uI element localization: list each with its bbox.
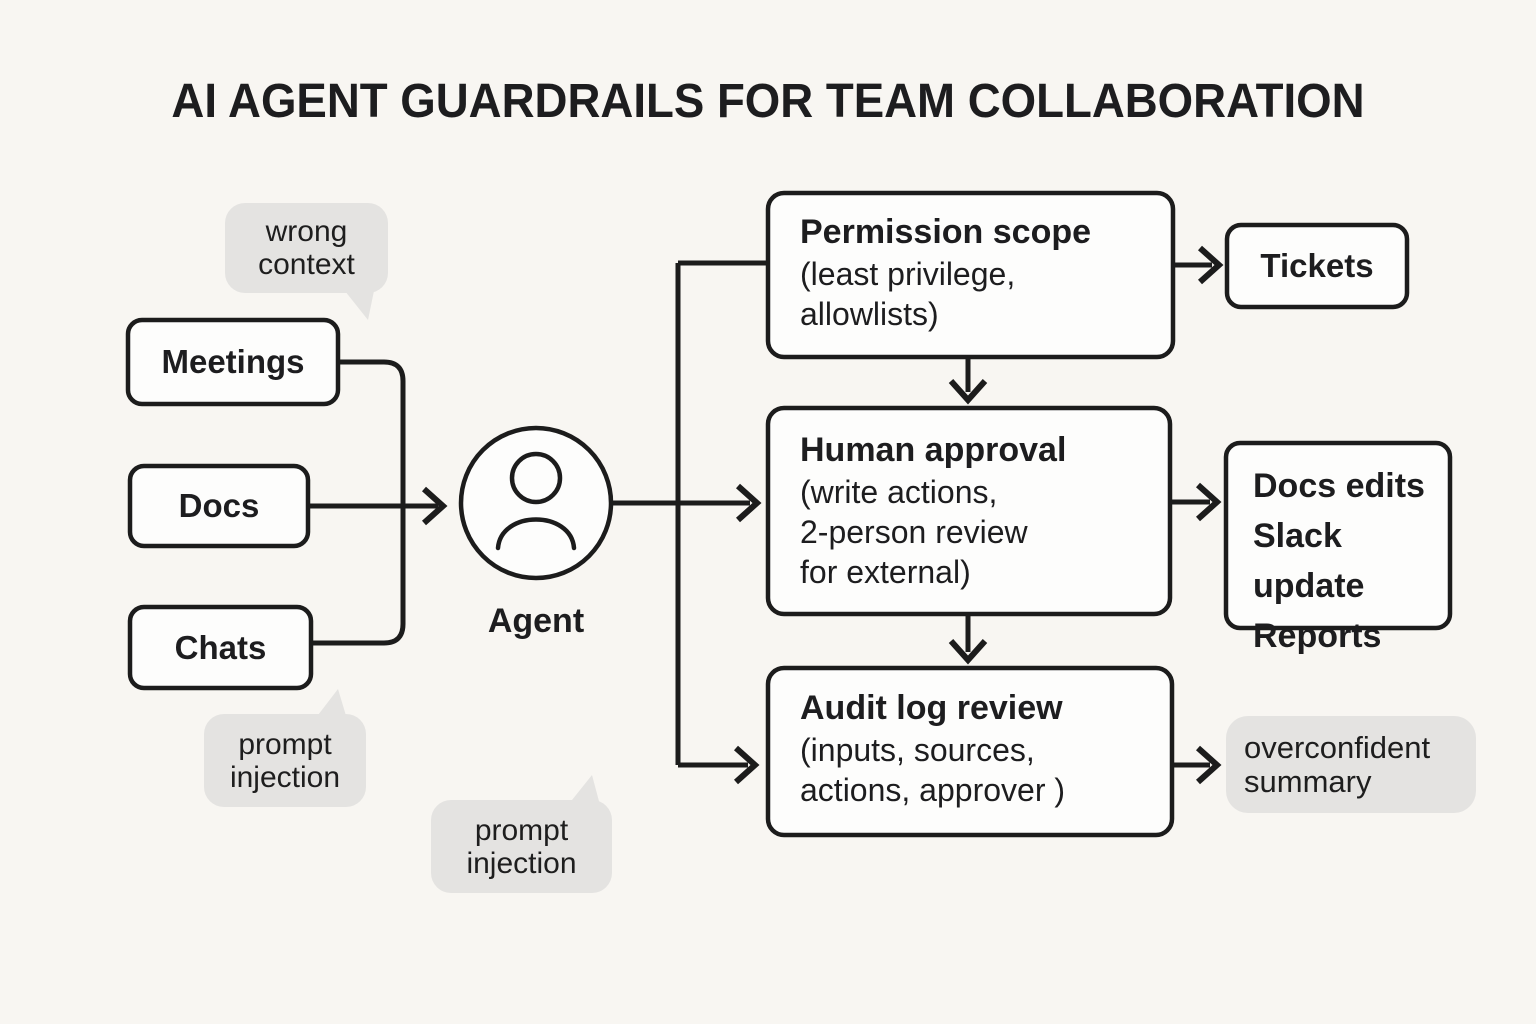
wrong-context-label: wrong context <box>258 215 355 281</box>
meetings-label: Meetings <box>161 343 305 380</box>
arrowhead-into-tickets <box>1197 245 1224 285</box>
tickets-box <box>1224 222 1410 310</box>
arrowhead-into-summary <box>1195 745 1222 785</box>
meetings-box <box>125 317 341 407</box>
wire-chats-to-agent <box>311 506 406 646</box>
page-title: AI AGENT GUARDRAILS FOR TEAM COLLABORATI… <box>171 75 1365 128</box>
agent-label: Agent <box>487 602 585 640</box>
prompt-injection-bubble-agent <box>431 775 612 893</box>
audit-log-text: Audit log review (inputs, sources, actio… <box>800 686 1180 810</box>
docs-label: Docs <box>178 487 260 524</box>
outputs-box <box>1223 440 1453 631</box>
user-icon <box>495 451 577 551</box>
arrowhead-into-agent <box>421 486 448 526</box>
agent-circle <box>458 425 614 581</box>
human-approval-line: for external) <box>800 554 971 590</box>
tickets-label: Tickets <box>1260 247 1374 284</box>
human-approval-title: Human approval <box>800 431 1067 469</box>
prompt-injection-bubble-sources <box>204 689 366 807</box>
docs-box <box>127 463 311 549</box>
arrowhead-into-human-approval <box>735 483 762 523</box>
wire-meetings-to-agent <box>338 359 406 506</box>
wrong-context-bubble <box>225 203 388 320</box>
overconfident-summary-label: overconfident summary <box>1244 730 1431 799</box>
audit-log-title: Audit log review <box>800 689 1063 727</box>
prompt-injection-sources-label: prompt injection <box>229 728 341 794</box>
chats-label: Chats <box>174 628 267 666</box>
output-item: Docs edits <box>1253 467 1425 505</box>
permission-scope-text: Permission scope (least privilege, allow… <box>800 210 1160 334</box>
audit-log-line: (inputs, sources, <box>800 732 1035 768</box>
arrowhead-down-human <box>948 378 988 405</box>
human-approval-box <box>765 405 1173 617</box>
arrowhead-down-audit <box>948 638 988 665</box>
audit-log-line: actions, approver ) <box>800 772 1066 808</box>
arrowhead-into-audit <box>733 745 760 785</box>
arrowhead-into-outputs <box>1195 482 1222 522</box>
permission-scope-box <box>765 190 1176 360</box>
output-item: Slack update <box>1253 517 1365 605</box>
permission-scope-line: (least privilege, <box>800 256 1016 292</box>
prompt-injection-agent-label: prompt injection <box>466 814 577 880</box>
permission-scope-line: allowlists) <box>800 296 939 332</box>
outputs-text: Docs edits Slack update Reports <box>1253 461 1453 661</box>
human-approval-line: 2-person review <box>800 514 1028 550</box>
output-item: Reports <box>1253 617 1382 655</box>
audit-log-box <box>765 665 1175 838</box>
overconfident-summary-bubble <box>1226 716 1476 813</box>
chats-box <box>127 604 314 691</box>
human-approval-text: Human approval (write actions, 2-person … <box>800 428 1160 592</box>
human-approval-line: (write actions, <box>800 474 998 510</box>
permission-scope-title: Permission scope <box>800 213 1092 251</box>
